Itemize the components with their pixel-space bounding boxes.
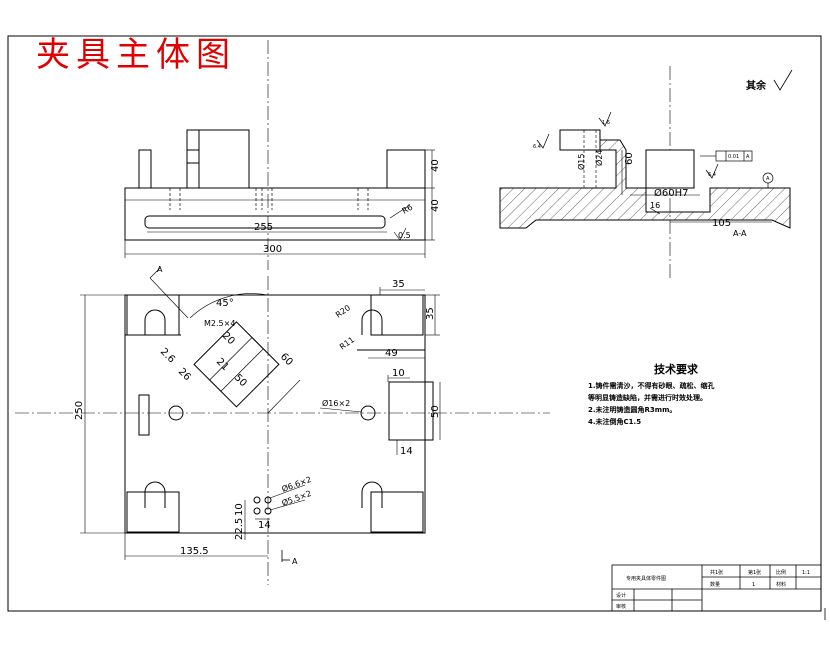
section-roughness-3: 6.4 bbox=[708, 172, 716, 178]
plan-view bbox=[15, 267, 550, 585]
plan-dim-10-bottom: 10 bbox=[234, 503, 245, 516]
tb-scale-value: 1:1 bbox=[802, 570, 810, 576]
plan-pin-3 bbox=[253, 507, 261, 515]
plan-pin-1 bbox=[253, 496, 261, 504]
tb-qty-label: 数量 bbox=[710, 581, 720, 588]
plan-dim-14-right: 14 bbox=[400, 446, 413, 457]
tb-check-label: 审核 bbox=[616, 603, 626, 610]
section-pin bbox=[645, 149, 695, 189]
tb-material-label: 材料 bbox=[776, 581, 786, 588]
tb-part-name: 专用夹具体零件图 bbox=[626, 575, 666, 582]
roughness-note: 其余 bbox=[746, 79, 767, 92]
section-label: A-A bbox=[733, 229, 747, 238]
plan-dim-r11: R11 bbox=[338, 335, 356, 351]
plan-dim-50-right: 50 bbox=[430, 405, 441, 418]
tech-item-4: 4.未注倒角C1.5 bbox=[588, 417, 641, 426]
plan-base bbox=[124, 294, 426, 534]
tb-drawn-label: 设计 bbox=[616, 592, 626, 599]
section-roughness-1: 6.4 bbox=[533, 144, 541, 150]
section-dim-15: Ø15 bbox=[576, 154, 586, 170]
plan-hole-right bbox=[360, 405, 376, 421]
plan-dim-35-side: 35 bbox=[425, 307, 436, 320]
plan-dim-26: 26 bbox=[176, 366, 193, 383]
section-dim-bore: Ø60H7 bbox=[654, 187, 688, 199]
front-right-post bbox=[386, 149, 426, 189]
section-datum-ref: A bbox=[746, 154, 750, 160]
plan-dim-135-5: 135.5 bbox=[180, 546, 209, 557]
section-dim-60: 60 bbox=[624, 152, 635, 165]
plan-slot-tr bbox=[357, 294, 425, 351]
plan-dim-r20: R20 bbox=[334, 303, 352, 319]
section-dim-24: Ø24 bbox=[594, 150, 604, 166]
front-slot bbox=[144, 215, 386, 229]
front-dim-40-bottom: 40 bbox=[430, 199, 441, 212]
plan-dim-hole-16: Ø16×2 bbox=[322, 398, 350, 408]
tb-scale-label: 比例 bbox=[776, 569, 786, 576]
section-view bbox=[499, 66, 791, 280]
tech-item-3: 2.未注明铸造圆角R3mm。 bbox=[588, 405, 676, 414]
plan-view-label-a-top: A bbox=[157, 265, 163, 274]
section-tolerance: 0.01 bbox=[728, 154, 739, 160]
section-dim-16: 16 bbox=[650, 201, 660, 210]
front-dim-300: 300 bbox=[263, 244, 282, 255]
plan-dim-22-5: 22.5 bbox=[234, 518, 245, 540]
plan-slot-br bbox=[361, 481, 424, 533]
tb-sheet-no: 第1张 bbox=[748, 569, 761, 576]
roughness-symbol bbox=[773, 69, 793, 91]
front-dim-255: 255 bbox=[254, 222, 273, 233]
plan-dim-10: 10 bbox=[392, 368, 405, 379]
plan-dim-21: 21 bbox=[214, 356, 231, 373]
title: 夹具主体图 bbox=[36, 35, 236, 75]
plan-pin-4 bbox=[264, 507, 272, 515]
front-dim-r6: R6 bbox=[401, 203, 415, 216]
section-roughness-2: 1.6 bbox=[602, 120, 610, 126]
plan-dim-49: 49 bbox=[385, 348, 398, 359]
section-bushing bbox=[559, 129, 601, 151]
plan-dim-35-top: 35 bbox=[392, 279, 405, 290]
front-dim-40-top: 40 bbox=[430, 159, 441, 172]
plan-hole-left bbox=[168, 405, 184, 421]
plan-rotated-block bbox=[193, 321, 280, 408]
tb-qty-value: 1 bbox=[752, 582, 755, 588]
sheet-border bbox=[7, 35, 822, 612]
plan-dim-45: 45° bbox=[216, 298, 234, 309]
tech-heading: 技术要求 bbox=[654, 362, 699, 376]
front-block bbox=[186, 129, 250, 189]
plan-left-slot bbox=[138, 394, 150, 436]
plan-dim-20: 20 bbox=[220, 330, 237, 347]
front-view bbox=[124, 40, 435, 270]
plan-dim-14-bottom: 14 bbox=[258, 520, 271, 531]
front-base bbox=[124, 187, 426, 241]
plan-right-pad bbox=[388, 381, 434, 441]
section-dim-105: 105 bbox=[712, 218, 731, 229]
tb-sheet-total: 共1张 bbox=[710, 569, 723, 576]
tech-item-1: 1.铸件需清沙，不得有砂眼、疏松、缩孔 bbox=[588, 381, 715, 390]
plan-slot-tl bbox=[125, 294, 181, 336]
front-roughness: 0.5 bbox=[398, 231, 411, 240]
plan-dim-60: 60 bbox=[278, 351, 295, 368]
plan-pin-2 bbox=[264, 496, 272, 504]
plan-dim-2-6: 2.6 bbox=[158, 346, 177, 365]
plan-dim-thread: M2.5×4 bbox=[204, 319, 235, 328]
title-block bbox=[611, 564, 822, 612]
front-left-post bbox=[138, 149, 152, 189]
section-datum-letter: A bbox=[766, 176, 770, 182]
plan-slot-bl bbox=[126, 481, 180, 533]
plan-angle-arc bbox=[189, 293, 269, 319]
plan-dim-50: 50 bbox=[232, 372, 249, 389]
tech-item-2: 等明显铸造缺陷，并需进行时效处理。 bbox=[587, 393, 707, 402]
plan-view-label-a-bottom: A bbox=[292, 557, 298, 566]
plan-dim-250: 250 bbox=[74, 401, 85, 420]
